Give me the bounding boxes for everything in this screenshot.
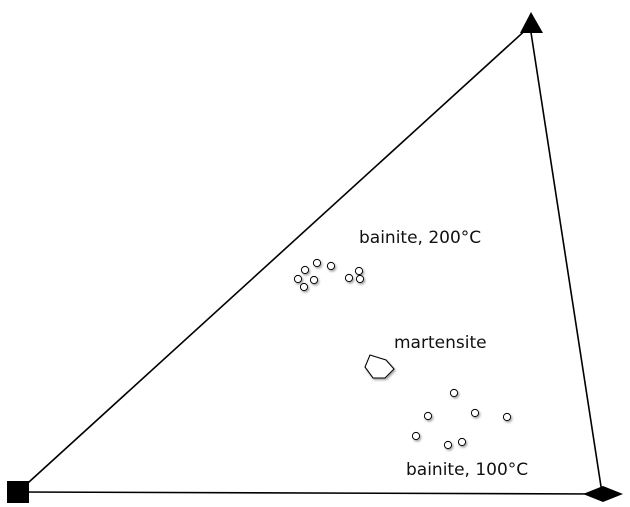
data-point xyxy=(300,265,310,275)
data-point xyxy=(354,266,364,276)
data-point xyxy=(502,412,512,422)
data-point xyxy=(457,437,467,447)
bainite-200-cluster xyxy=(293,258,365,292)
martensite-label: martensite xyxy=(394,333,487,353)
edge-right xyxy=(529,25,603,494)
martensite-marker xyxy=(364,354,395,379)
bainite-200-label: bainite, 200°C xyxy=(359,228,482,248)
data-point xyxy=(449,388,459,398)
data-point xyxy=(312,258,322,268)
triangle-edges xyxy=(17,25,603,495)
bainite-100-label: bainite, 100°C xyxy=(406,460,529,480)
data-point xyxy=(309,275,319,285)
edge-left xyxy=(17,25,531,493)
bainite-100-cluster xyxy=(411,388,512,450)
data-point xyxy=(423,411,433,421)
diamond-vertex-marker xyxy=(583,486,623,502)
data-point xyxy=(470,408,480,418)
square-vertex-marker xyxy=(7,481,29,503)
triangle-vertex-marker xyxy=(520,12,543,33)
edge-bottom xyxy=(17,491,603,495)
data-point xyxy=(443,440,453,450)
data-point xyxy=(293,274,303,284)
data-point xyxy=(344,273,354,283)
data-point xyxy=(299,282,309,292)
data-point xyxy=(411,431,421,441)
data-point xyxy=(355,274,365,284)
data-point xyxy=(326,261,336,271)
